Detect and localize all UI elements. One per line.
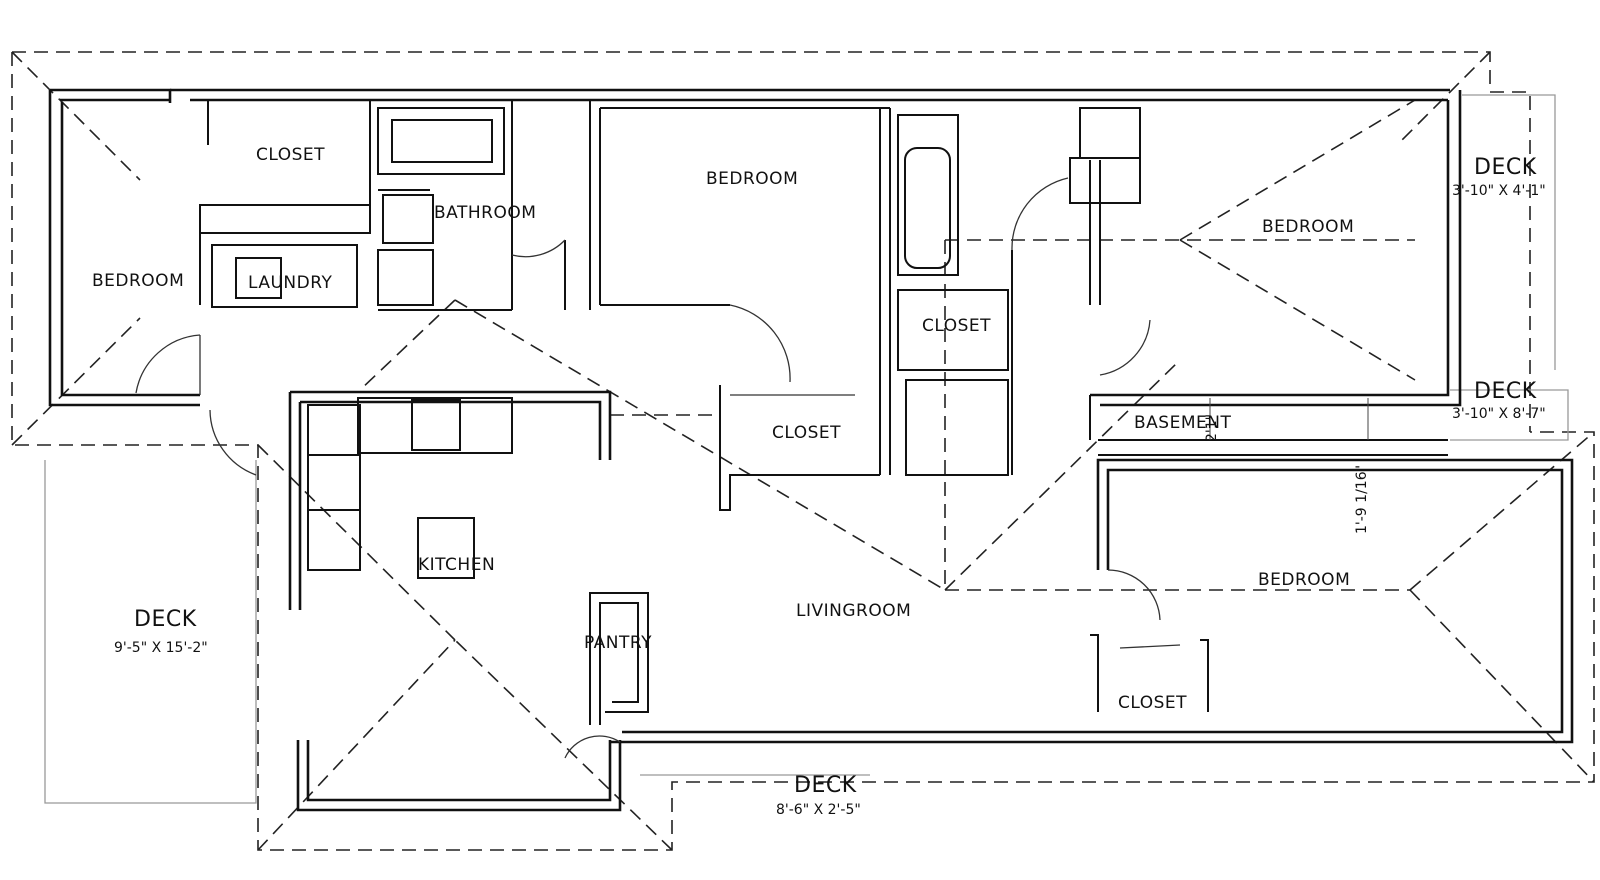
room-label-pantry: PANTRY [584, 633, 652, 653]
room-label-bedroom-nw: BEDROOM [92, 271, 184, 291]
deck-label-south: DECK [794, 773, 857, 798]
deck-label-west: DECK [134, 607, 197, 632]
room-label-bedroom-n: BEDROOM [706, 169, 798, 189]
room-label-closet-nw: CLOSET [256, 145, 325, 165]
room-label-closet-hall: CLOSET [772, 423, 841, 443]
room-label-livingroom: LIVINGROOM [796, 601, 911, 621]
room-label-basement: BASEMENT [1134, 413, 1231, 433]
room-label-closet-center: CLOSET [922, 316, 991, 336]
roof-outline [11, 51, 1595, 851]
room-label-laundry: LAUNDRY [248, 273, 332, 293]
deck-dimensions-west: 9'-5" X 15'-2" [114, 640, 208, 656]
deck-label-e: DECK [1474, 379, 1537, 404]
room-label-kitchen: KITCHEN [418, 555, 495, 575]
deck-label-ne: DECK [1474, 155, 1537, 180]
room-label-closet-se: CLOSET [1118, 693, 1187, 713]
room-label-bedroom-se: BEDROOM [1258, 570, 1350, 590]
door-swings [135, 177, 1181, 759]
exterior-walls [48, 88, 1574, 812]
interior-walls [199, 100, 1448, 725]
room-label-bedroom-ne: BEDROOM [1262, 217, 1354, 237]
deck-dimensions-e: 3'-10" X 8'-7" [1452, 406, 1546, 422]
deck-dimensions-ne: 3'-10" X 4'-1" [1452, 183, 1546, 199]
room-label-bathroom: BATHROOM [434, 203, 536, 223]
deck-outlines [44, 94, 1569, 804]
dimension-basement-height: 2'1" [1204, 414, 1220, 442]
dimension-lines [1209, 398, 1369, 440]
dimension-east-gap: 1'-9 1/16" [1354, 465, 1370, 534]
deck-dimensions-south: 8'-6" X 2'-5" [776, 802, 861, 818]
